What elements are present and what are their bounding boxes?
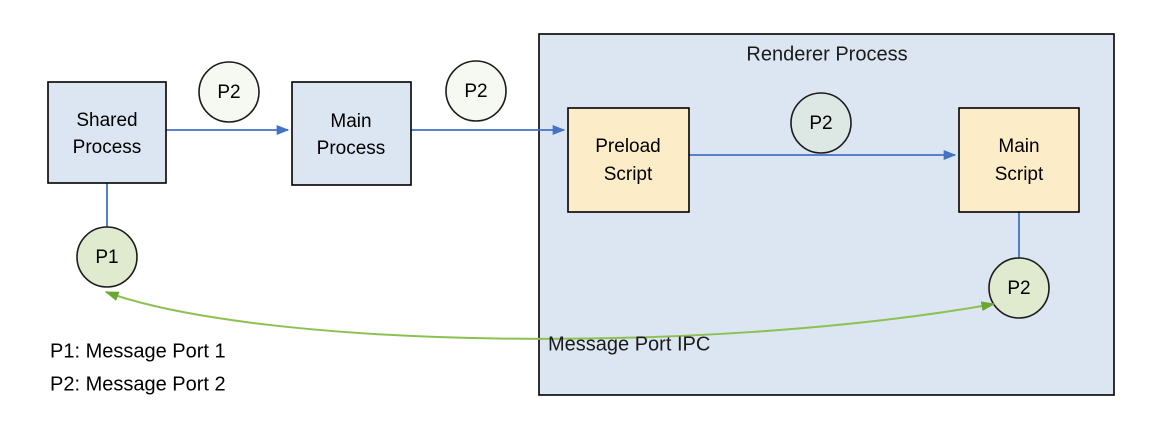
node-main-process[interactable]: Main Process [291,81,412,186]
port-p2-main-to-renderer-label: P2 [464,81,487,102]
port-p2-main-script-circle[interactable] [988,257,1050,319]
port-p2-shared-to-main[interactable]: P2 [198,61,260,123]
main-process-label-line1: Main [330,111,371,132]
node-shared-process[interactable]: Shared Process [47,81,167,184]
node-preload-script[interactable]: Preload Script [567,107,690,213]
node-main-script[interactable]: Main Script [958,107,1080,213]
main-process-label-line2: Process [317,138,386,159]
port-p1-shared-label: P1 [95,247,118,268]
port-p2-main-to-renderer-circle[interactable] [445,60,507,122]
preload-script-label-line2: Script [604,164,653,185]
ipc-curved-arrow [104,291,996,340]
port-p2-preload-to-main-script[interactable]: P2 [790,92,852,154]
shared-process-label-line2: Process [73,137,142,158]
main-script-label-line1: Main [998,136,1039,157]
main-script-label-line2: Script [995,164,1044,185]
port-p2-main-script-label: P2 [1007,278,1030,299]
shared-process-label-line1: Shared [76,110,137,131]
port-p2-preload-to-main-script-label: P2 [809,113,832,134]
main-process-box[interactable] [291,81,412,186]
port-p1-shared[interactable]: P1 [76,226,138,288]
ipc-label: Message Port IPC [548,333,710,355]
renderer-process-title: Renderer Process [746,43,907,65]
port-p2-main-to-renderer[interactable]: P2 [445,60,507,122]
preload-script-box[interactable] [567,107,690,213]
legend: P1: Message Port 1 P2: Message Port 2 [50,340,226,395]
preload-script-label-line1: Preload [595,136,661,157]
port-p2-main-script[interactable]: P2 [988,257,1050,319]
port-p2-shared-to-main-circle[interactable] [198,61,260,123]
port-p1-shared-circle[interactable] [76,226,138,288]
port-p2-shared-to-main-label: P2 [217,82,240,103]
shared-process-box[interactable] [47,81,167,184]
legend-item-p2: P2: Message Port 2 [50,373,226,395]
main-script-box[interactable] [958,107,1080,213]
port-p2-preload-to-main-script-circle[interactable] [790,92,852,154]
legend-item-p1: P1: Message Port 1 [50,340,226,362]
